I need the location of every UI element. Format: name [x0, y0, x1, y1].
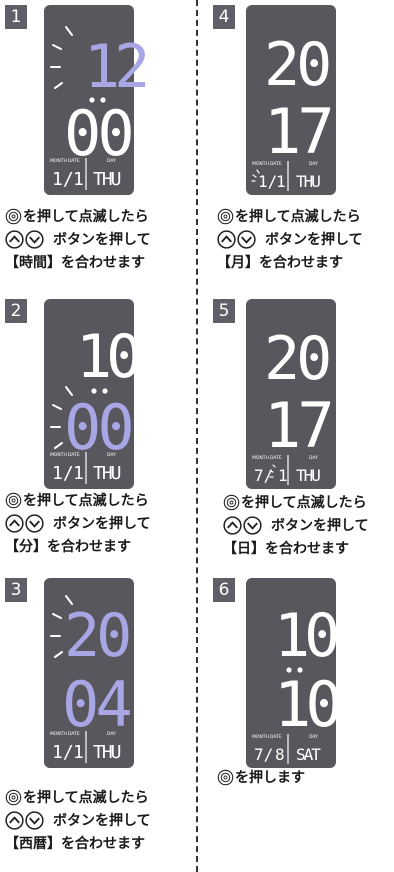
step-3: 3 20 04 MONTH DATE DAY 1/ 1 THU を押して点滅した… [5, 578, 151, 852]
step-1: 1 12 00 MONTH DATE DAY 1/ 1 THU を押して点滅した… [5, 5, 152, 271]
day-value: SAT [296, 745, 321, 764]
chevron-down-icon [243, 516, 262, 535]
month-value: 1/ [52, 169, 74, 190]
svg-text:DATE: DATE [270, 161, 282, 167]
month-value: 7/ [254, 745, 273, 764]
date-value: 1 [276, 172, 286, 191]
gear-icon [223, 494, 240, 511]
lcd-display: 10 00 MONTH DATE DAY 1/ 1 THU [44, 299, 145, 489]
svg-text:DAY: DAY [107, 452, 116, 458]
lcd-display: 20 17 MONTH DATE DAY 1/ 1 THU [246, 5, 336, 195]
chevron-up-icon [5, 230, 24, 249]
day-value: THU [296, 466, 320, 485]
gear-icon [5, 789, 22, 806]
minute-digits: 00 [64, 97, 131, 170]
date-value: 1 [73, 169, 84, 190]
gear-icon [217, 769, 234, 786]
step-number-badge: 3 [5, 578, 27, 602]
svg-text:MONTH: MONTH [252, 161, 269, 167]
lcd-display: 20 17 MONTH DATE DAY 7/ 1 THU [246, 299, 336, 489]
chevron-up-icon [223, 516, 242, 535]
svg-text:MONTH: MONTH [50, 452, 67, 458]
hour-digits: 12 [84, 32, 146, 102]
chevron-down-icon [25, 811, 44, 830]
gear-icon [217, 208, 234, 225]
svg-text:DAY: DAY [309, 161, 318, 167]
hour-digits: 10 [76, 322, 139, 392]
day-value: THU [296, 172, 320, 191]
svg-text:DAY: DAY [107, 158, 116, 164]
chevron-down-icon [25, 514, 44, 533]
chevron-up-icon [217, 230, 236, 249]
chevron-down-icon [237, 230, 256, 249]
day-value: THU [93, 742, 121, 763]
step-6: 6 10 10 MONTH DATE DAY 7/ 8 SAT を押します [213, 578, 393, 786]
svg-text:MONTH: MONTH [50, 158, 67, 164]
minute-digits: 10 [274, 668, 339, 741]
step-number-badge: 5 [213, 299, 235, 323]
column-divider [196, 0, 198, 872]
svg-text:DATE: DATE [68, 452, 80, 458]
step-number-badge: 6 [213, 578, 235, 602]
date-value: 1 [73, 463, 84, 484]
minute-digits: 00 [64, 391, 131, 464]
year-high-digits: 20 [64, 601, 129, 671]
svg-text:MONTH: MONTH [252, 734, 269, 740]
svg-text:DATE: DATE [68, 731, 80, 737]
date-value: 1 [73, 742, 84, 763]
svg-text:MONTH: MONTH [252, 455, 269, 461]
step-5: 5 20 17 MONTH DATE DAY 7/ 1 THU を押して点滅した… [213, 299, 393, 574]
step-number-badge: 2 [5, 299, 27, 323]
step-number-badge: 1 [5, 5, 27, 29]
year-high-digits: 20 [264, 324, 329, 394]
month-value: 7/ [254, 466, 273, 485]
lcd-display: 12 00 MONTH DATE DAY 1/ 1 THU [44, 5, 152, 195]
day-value: THU [93, 463, 121, 484]
year-low-digits: 17 [264, 389, 331, 462]
day-value: THU [93, 169, 121, 190]
chevron-up-icon [5, 514, 24, 533]
lcd-display: 20 04 MONTH DATE DAY 1/ 1 THU [44, 578, 134, 768]
svg-text:DATE: DATE [270, 455, 282, 461]
date-value: 1 [278, 466, 288, 485]
year-high-digits: 20 [264, 30, 329, 100]
lcd-display: 10 10 MONTH DATE DAY 7/ 8 SAT [246, 578, 345, 768]
chevron-down-icon [25, 230, 44, 249]
svg-text:DAY: DAY [107, 731, 116, 737]
svg-text:DATE: DATE [68, 158, 80, 164]
month-value: 1/ [52, 742, 74, 763]
svg-text:DAY: DAY [309, 734, 318, 740]
gear-icon [5, 208, 22, 225]
year-low-digits: 17 [264, 95, 331, 168]
date-value: 8 [275, 745, 285, 764]
step-2: 2 10 00 MONTH DATE DAY 1/ 1 THU を押して点滅した… [5, 299, 151, 555]
month-value: 1/ [258, 172, 277, 191]
svg-text:DAY: DAY [309, 455, 318, 461]
chevron-up-icon [5, 811, 24, 830]
hour-digits: 10 [274, 601, 337, 671]
svg-text:MONTH: MONTH [50, 731, 67, 737]
step-number-badge: 4 [213, 5, 235, 29]
month-value: 1/ [52, 463, 74, 484]
year-low-digits: 04 [62, 668, 130, 741]
step-4: 4 20 17 MONTH DATE DAY 1/ 1 THU を押して点滅した… [213, 5, 393, 280]
svg-text:DATE: DATE [270, 734, 282, 740]
gear-icon [5, 492, 22, 509]
